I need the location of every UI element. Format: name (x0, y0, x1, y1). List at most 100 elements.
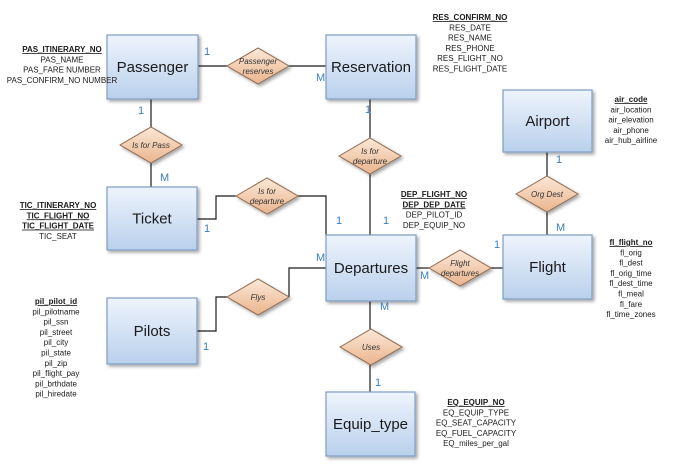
attribute: fl_orig_time (610, 269, 652, 278)
key-attribute: TIC_ITINERARY_NO (20, 201, 97, 210)
cardinality-label: 1 (336, 215, 342, 227)
connector-line (197, 195, 236, 220)
entity-box (325, 34, 417, 100)
attribute: EQ_EQUIP_TYPE (443, 408, 509, 417)
entity-ticket[interactable]: Ticket (106, 186, 198, 251)
relationship-flys[interactable]: Flys (226, 278, 290, 316)
cardinality-label: M (160, 172, 169, 184)
key-attribute: EQ_EQUIP_NO (447, 398, 504, 407)
attribute: fl_meal (618, 290, 644, 299)
entity-flight[interactable]: Flight (502, 234, 593, 300)
attributes-flight: fl_flight_nofl_origfl_destfl_orig_timefl… (606, 238, 655, 319)
relationship-diamond (515, 175, 579, 213)
relationship-label: reserves (243, 67, 274, 76)
entity-box (106, 34, 199, 100)
cardinality-label: 1 (556, 154, 562, 166)
attribute: PAS_FARE NUMBER (23, 66, 101, 75)
entity-reservation[interactable]: Reservation (325, 34, 417, 100)
relationship-label: departures (441, 269, 479, 278)
cardinality-label: M (380, 301, 389, 313)
key-attribute: DEP_DEP_DATE (403, 200, 467, 209)
relationship-diamond (338, 137, 402, 175)
cardinality-label: 1 (383, 215, 389, 227)
attribute: pil_city (44, 338, 68, 347)
key-attribute: TIC_FLIGHT_NO (27, 211, 90, 220)
attributes-pilots: pil_pilot_idpil_pilotnamepil_ssnpil_stre… (32, 297, 80, 399)
attribute: air_phone (613, 126, 649, 135)
relationship-diamond (235, 177, 299, 215)
attributes-reservation: RES_CONFIRM_NORES_DATERES_NAMERES_PHONER… (433, 13, 508, 74)
relationship-label: Uses (362, 343, 380, 352)
relationship-diamond (226, 47, 290, 85)
attribute: RES_NAME (448, 34, 492, 43)
entity-box (502, 89, 593, 153)
attribute: EQ_miles_per_gal (443, 439, 509, 448)
key-attribute: PAS_ITINERARY_NO (22, 45, 102, 54)
attribute: fl_dest (619, 259, 643, 268)
entity-equip-type[interactable]: Equip_type (325, 391, 416, 457)
attribute: fl_time_zones (606, 310, 655, 319)
relationship-label: Is for Pass (132, 141, 170, 150)
attribute: RES_FLIGHT_DATE (433, 65, 508, 74)
entity-departures[interactable]: Departures (325, 234, 417, 302)
cardinality-label: 1 (365, 104, 371, 116)
relationship-label: departure (353, 157, 388, 166)
relationship-label: Org Dest (531, 190, 564, 199)
attributes-departures: DEP_FLIGHT_NODEP_DEP_DATEDEP_PILOT_IDDEP… (401, 190, 467, 230)
attribute: pil_zip (45, 359, 68, 368)
relationship-label: departure (250, 197, 285, 206)
cardinality-label: 1 (204, 223, 210, 235)
cardinality-label: M (420, 270, 429, 282)
attribute: pil_hiredate (35, 390, 77, 399)
attribute: air_hub_airline (605, 136, 658, 145)
entity-box (502, 234, 593, 300)
relationship-diamond (226, 278, 290, 316)
attribute: pil_street (40, 328, 73, 337)
entity-name: Departures (334, 260, 408, 277)
attributes-airport: air_codeair_locationair_elevationair_pho… (605, 95, 658, 145)
attribute: fl_fare (620, 300, 643, 309)
attribute: pil_ssn (44, 318, 69, 327)
entity-name: Airport (525, 113, 570, 130)
attribute: fl_dest_time (609, 279, 653, 288)
attribute: air_elevation (608, 116, 653, 125)
attributes-equip-type: EQ_EQUIP_NOEQ_EQUIP_TYPEEQ_SEAT_CAPACITY… (436, 398, 517, 448)
attribute: RES_PHONE (445, 44, 494, 53)
attribute: EQ_FUEL_CAPACITY (436, 429, 517, 438)
attribute: pil_flight_pay (33, 369, 80, 378)
relationship-is-for-pass[interactable]: Is for Pass (119, 126, 183, 164)
key-attribute: TIC_FLIGHT_DATE (22, 222, 95, 231)
entity-box (106, 186, 198, 251)
connector-line (288, 267, 326, 297)
relationship-label: Is for (361, 147, 379, 156)
cardinality-label: 1 (203, 341, 209, 353)
cardinality-label: 1 (138, 105, 144, 117)
attribute: PAS_NAME (41, 55, 84, 64)
entity-name: Flight (529, 259, 567, 276)
attribute: TIC_SEAT (39, 232, 77, 241)
relationship-org-dest[interactable]: Org Dest (515, 175, 579, 213)
entity-name: Reservation (331, 59, 411, 76)
connector-line (298, 195, 327, 235)
attribute: pil_pilotname (32, 307, 80, 316)
relationship-label: Flight (450, 259, 470, 268)
entity-pilots[interactable]: Pilots (106, 297, 198, 365)
entity-name: Passenger (117, 59, 189, 76)
key-attribute: fl_flight_no (609, 238, 652, 247)
entity-name: Pilots (134, 323, 171, 340)
entity-passenger[interactable]: Passenger (106, 34, 199, 100)
cardinality-label: 1 (494, 239, 500, 251)
relationship-uses[interactable]: Uses (339, 328, 403, 366)
entity-box (325, 234, 417, 302)
key-attribute: RES_CONFIRM_NO (433, 13, 508, 22)
entity-airport[interactable]: Airport (502, 89, 593, 153)
cardinality-label: M (316, 252, 325, 264)
